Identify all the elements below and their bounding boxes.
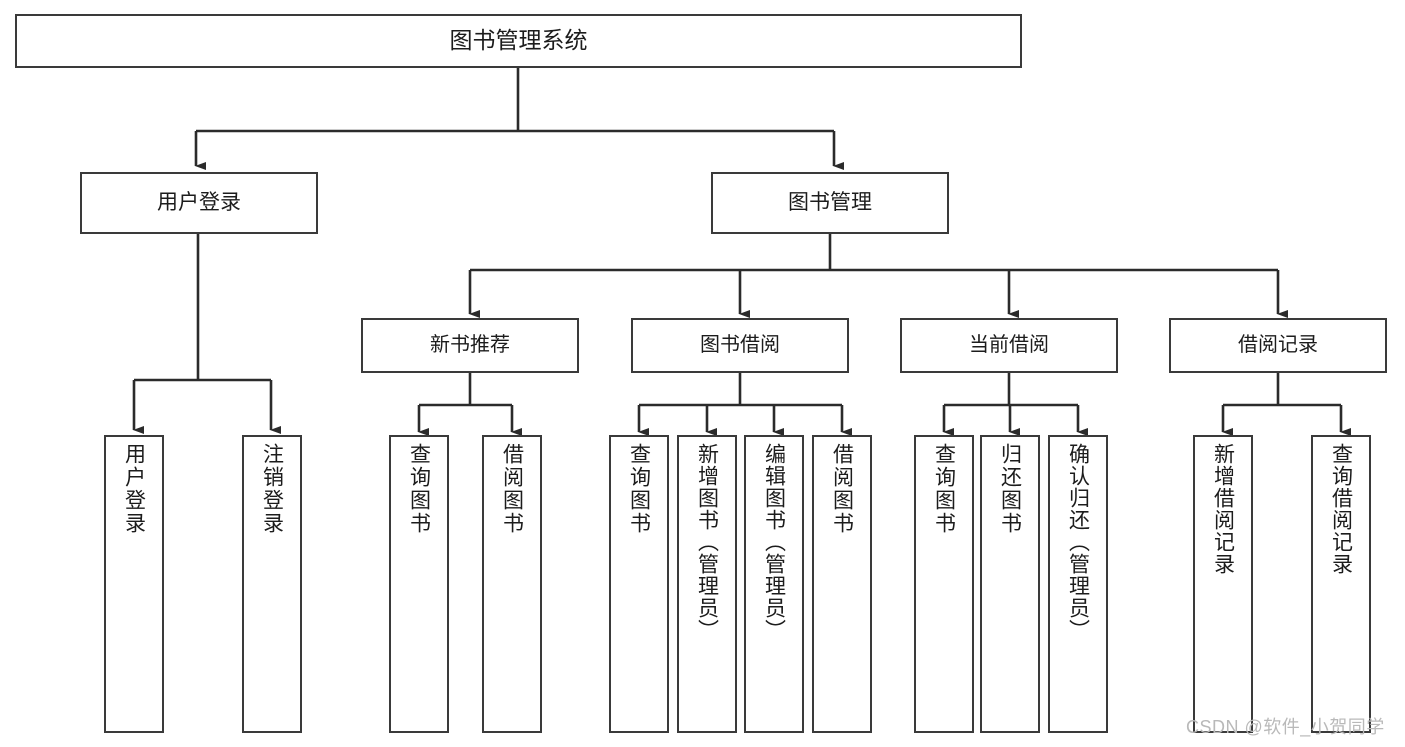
node-label: 查询图书: [407, 443, 431, 535]
leaf-current-query-book[interactable]: 查询图书: [914, 435, 974, 733]
node-label: 借阅记录: [1238, 333, 1318, 356]
node-label: 图书借阅: [700, 333, 780, 356]
node-book-management[interactable]: 图书管理: [711, 172, 949, 234]
node-borrow-record[interactable]: 借阅记录: [1169, 318, 1387, 373]
leaf-user-logout[interactable]: 注销登录: [242, 435, 302, 733]
leaf-borrow-borrow-book[interactable]: 借阅图书: [812, 435, 872, 733]
leaf-user-login[interactable]: 用户登录: [104, 435, 164, 733]
node-label: 查询图书: [627, 443, 651, 535]
node-label: 新增借阅记录: [1211, 443, 1235, 575]
node-label: 图书管理系统: [449, 27, 588, 54]
node-label: 借阅图书: [830, 443, 854, 535]
node-label: 注销登录: [260, 443, 284, 535]
leaf-record-query-record[interactable]: 查询借阅记录: [1311, 435, 1371, 733]
node-label: 用户登录: [122, 443, 146, 535]
leaf-newbook-query-book[interactable]: 查询图书: [389, 435, 449, 733]
leaf-borrow-query-book[interactable]: 查询图书: [609, 435, 669, 733]
leaf-record-add-record[interactable]: 新增借阅记录: [1193, 435, 1253, 733]
csdn-watermark: CSDN @软件_小贺同学: [1186, 717, 1385, 737]
leaf-current-confirm-return-admin[interactable]: 确认归还（管理员）: [1048, 435, 1108, 733]
node-label: 新书推荐: [430, 333, 510, 356]
node-label: 归还图书: [998, 443, 1022, 535]
node-label: 确认归还（管理员）: [1066, 443, 1090, 641]
node-label: 新增图书（管理员）: [695, 443, 719, 641]
leaf-borrow-edit-book-admin[interactable]: 编辑图书（管理员）: [744, 435, 804, 733]
node-label: 编辑图书（管理员）: [762, 443, 786, 641]
node-new-book-recommend[interactable]: 新书推荐: [361, 318, 579, 373]
node-label: 借阅图书: [500, 443, 524, 535]
node-user-login[interactable]: 用户登录: [80, 172, 318, 234]
node-label: 用户登录: [157, 190, 241, 214]
leaf-borrow-add-book-admin[interactable]: 新增图书（管理员）: [677, 435, 737, 733]
node-label: 查询图书: [932, 443, 956, 535]
node-label: 查询借阅记录: [1329, 443, 1353, 575]
leaf-current-return-book[interactable]: 归还图书: [980, 435, 1040, 733]
node-label: 当前借阅: [969, 333, 1049, 356]
node-root-system[interactable]: 图书管理系统: [15, 14, 1022, 68]
node-book-borrow[interactable]: 图书借阅: [631, 318, 849, 373]
leaf-newbook-borrow-book[interactable]: 借阅图书: [482, 435, 542, 733]
node-current-borrow[interactable]: 当前借阅: [900, 318, 1118, 373]
node-label: 图书管理: [788, 190, 872, 214]
